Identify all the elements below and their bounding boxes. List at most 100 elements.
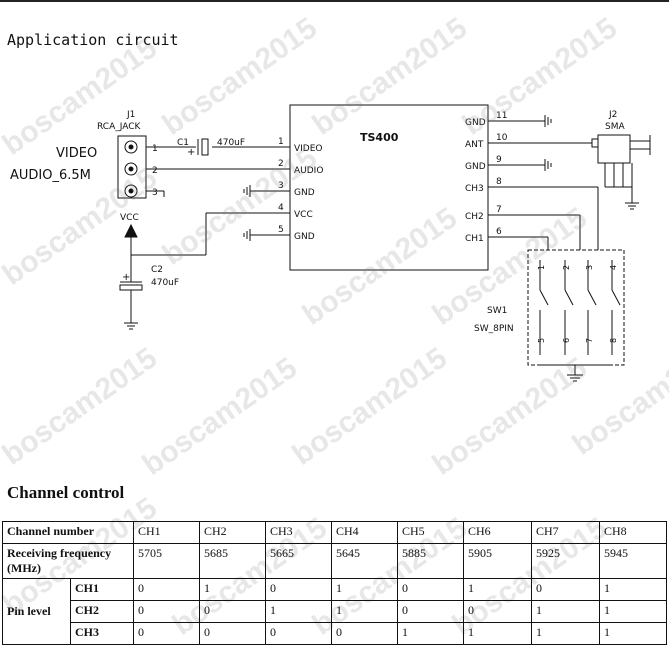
ic-left-pin-3-num: 3 xyxy=(278,181,284,191)
c2-plate-b xyxy=(119,284,143,291)
frequency-cell: 5685 xyxy=(199,543,266,579)
pin-value: 0 xyxy=(463,600,532,623)
c2-value: 470uF xyxy=(151,278,179,288)
j1-pin-2: 2 xyxy=(152,166,158,176)
sma-connector xyxy=(597,134,631,164)
pin-value: 1 xyxy=(331,600,398,623)
c1-ref: C1 xyxy=(177,138,189,148)
sw1-top-pin-1: 1 xyxy=(537,265,546,270)
ic-left-pin-2-num: 2 xyxy=(278,159,284,169)
table-row: Channel number CH1 CH2 CH3 CH4 CH5 CH6 C… xyxy=(2,521,667,544)
pin-value: 0 xyxy=(265,622,332,645)
channel-cell: CH2 xyxy=(199,521,266,544)
ic-left-pin-4-num: 4 xyxy=(278,203,284,213)
pin-value: 0 xyxy=(531,578,600,601)
sw1-name: SW_8PIN xyxy=(474,324,514,334)
pin-value: 1 xyxy=(199,578,266,601)
pin-value: 1 xyxy=(531,600,600,623)
sw1-bottom-pin-7: 7 xyxy=(585,338,594,343)
pin-name: CH3 xyxy=(70,622,134,645)
c2-ref: C2 xyxy=(151,265,163,275)
rca-jack-pin-3 xyxy=(124,184,138,198)
table-row: CH2 0 0 1 1 0 0 1 1 xyxy=(3,600,667,623)
circuit-schematic: TS400 VIDEO AUDIO GND VCC GND 1 2 3 4 5 … xyxy=(10,104,651,382)
application-circuit-title: Application circuit xyxy=(7,31,179,49)
frequency-cell: 5665 xyxy=(265,543,332,579)
sw1-top-pin-2: 2 xyxy=(562,265,571,270)
j1-name: RCA_JACK xyxy=(97,122,142,132)
table-row: Receiving frequency (MHz) 5705 5685 5665… xyxy=(2,543,667,579)
ic-right-pin-10-label: ANT xyxy=(465,140,484,150)
frequency-cell: 5705 xyxy=(133,543,200,579)
pin-name: CH2 xyxy=(70,600,134,623)
sw1-top-pin-3: 3 xyxy=(585,265,594,270)
audio-label: AUDIO_6.5M xyxy=(10,168,91,183)
frequency-cell: 5905 xyxy=(463,543,532,579)
ic-right-pin-7-label: CH2 xyxy=(465,212,484,222)
pin-value: 0 xyxy=(133,622,200,645)
pin-value: 1 xyxy=(463,578,532,601)
ic-name: TS400 xyxy=(360,131,399,144)
rca-jack-pin-1 xyxy=(124,140,138,154)
pin-value: 1 xyxy=(463,622,532,645)
pin-value: 1 xyxy=(331,578,398,601)
j1-pin-1: 1 xyxy=(152,144,158,154)
pin-value: 0 xyxy=(397,600,464,623)
frequency-cell: 5645 xyxy=(331,543,398,579)
ic-left-pin-1-label: VIDEO xyxy=(294,144,323,154)
sw1-bottom-pin-5: 5 xyxy=(537,338,546,343)
ic-right-pin-8-label: CH3 xyxy=(465,184,484,194)
table-row: CH3 0 0 0 0 1 1 1 1 xyxy=(3,622,667,645)
ic-left-pin-1-num: 1 xyxy=(278,137,284,147)
pin-value: 1 xyxy=(531,622,600,645)
pin-value: 1 xyxy=(599,622,667,645)
ic-left-pin-2-label: AUDIO xyxy=(294,166,323,176)
pin-value: 0 xyxy=(265,578,332,601)
pin-name: CH1 xyxy=(70,578,134,601)
sw1-top-pin-4: 4 xyxy=(609,265,618,270)
ic-left-pin-5-label: GND xyxy=(294,232,315,242)
channel-cell: CH4 xyxy=(331,521,398,544)
ic-left-pin-4-label: VCC xyxy=(294,210,313,220)
j1-pin-3: 3 xyxy=(152,188,158,198)
channel-control-title: Channel control xyxy=(7,483,125,502)
vcc-arrow xyxy=(124,223,138,238)
pin-value: 0 xyxy=(397,578,464,601)
pin-value: 0 xyxy=(199,622,266,645)
pin-value: 0 xyxy=(133,600,200,623)
ic-right-pin-6-label: CH1 xyxy=(465,234,484,244)
vcc-label: VCC xyxy=(120,213,139,223)
pin-value: 0 xyxy=(331,622,398,645)
channel-cell: CH5 xyxy=(397,521,464,544)
ic-right-pin-9-num: 9 xyxy=(496,155,502,165)
rca-jack-pin-2 xyxy=(124,162,138,176)
j2-ref: J2 xyxy=(608,110,617,120)
channel-cell: CH1 xyxy=(133,521,200,544)
sw1-ref: SW1 xyxy=(487,306,507,316)
sw1-bottom-pin-8: 8 xyxy=(609,338,618,343)
j2-name: SMA xyxy=(605,122,625,132)
frequency-cell: 5885 xyxy=(397,543,464,579)
ic-left-pin-5-num: 5 xyxy=(278,225,284,235)
c2-plus: + xyxy=(122,272,130,283)
ic-right-pin-11-num: 11 xyxy=(496,111,507,121)
ic-right-pin-7-num: 7 xyxy=(496,205,502,215)
ic-right-pin-8-num: 8 xyxy=(496,177,502,187)
ts400-ic-body xyxy=(289,104,489,271)
top-border-line xyxy=(0,0,669,2)
pin-value: 1 xyxy=(599,600,667,623)
pin-value: 0 xyxy=(133,578,200,601)
c1-plate-b xyxy=(201,138,209,156)
channel-cell: CH8 xyxy=(599,521,667,544)
frequency-cell: 5925 xyxy=(531,543,600,579)
channel-cell: CH3 xyxy=(265,521,332,544)
c1-value: 470uF xyxy=(217,138,245,148)
j1-ref: J1 xyxy=(126,110,135,120)
c1-plus: + xyxy=(187,147,195,158)
ic-right-pin-6-num: 6 xyxy=(496,227,502,237)
frequency-cell: 5945 xyxy=(599,543,667,579)
pin-value: 1 xyxy=(599,578,667,601)
video-label: VIDEO xyxy=(56,146,97,161)
rca-jack-body xyxy=(117,135,147,199)
channel-cell: CH7 xyxy=(531,521,600,544)
